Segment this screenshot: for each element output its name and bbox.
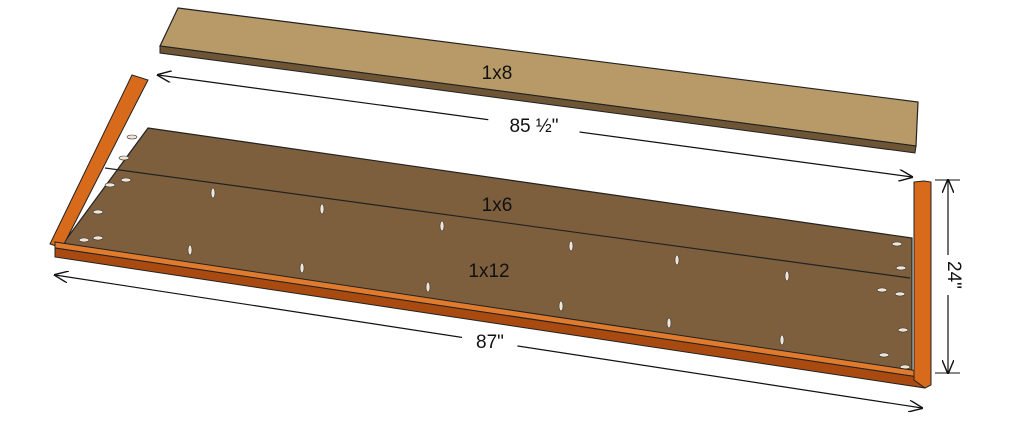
- top-length-label: 85 ½": [509, 116, 558, 137]
- label-1x8: 1x8: [482, 63, 513, 84]
- dimension-top-length: 85 ½": [158, 75, 912, 177]
- height-label: 24": [943, 261, 964, 289]
- dimension-height: 24": [935, 180, 964, 373]
- pocket-hole: [425, 281, 431, 293]
- pocket-hole: [187, 244, 193, 256]
- pocket-hole: [894, 291, 906, 297]
- pocket-hole: [210, 187, 216, 199]
- pocket-hole: [92, 235, 104, 241]
- pocket-hole: [878, 352, 890, 358]
- pocket-hole: [558, 300, 564, 312]
- pocket-hole: [78, 237, 90, 243]
- pocket-hole: [876, 287, 888, 293]
- pocket-hole: [897, 327, 909, 333]
- dimension-bottom-length: 87": [55, 275, 922, 408]
- pocket-hole: [779, 334, 785, 346]
- right-side-trim: [913, 180, 932, 389]
- pocket-hole: [319, 203, 325, 215]
- bottom-length-label: 87": [476, 332, 504, 353]
- pocket-hole: [895, 265, 907, 271]
- pocket-hole: [666, 317, 672, 329]
- pocket-hole: [891, 241, 903, 247]
- pocket-hole: [118, 155, 130, 161]
- pocket-hole: [674, 254, 680, 266]
- label-1x6: 1x6: [482, 195, 513, 216]
- pocket-hole: [784, 270, 790, 282]
- pocket-hole: [120, 177, 132, 183]
- board-seam: [104, 167, 911, 279]
- pocket-hole: [92, 209, 104, 215]
- label-1x12: 1x12: [468, 261, 509, 282]
- pocket-hole: [126, 134, 138, 140]
- pocket-hole: [439, 220, 445, 232]
- pocket-hole: [104, 182, 116, 188]
- pocket-hole: [568, 240, 574, 252]
- pocket-hole: [299, 262, 305, 274]
